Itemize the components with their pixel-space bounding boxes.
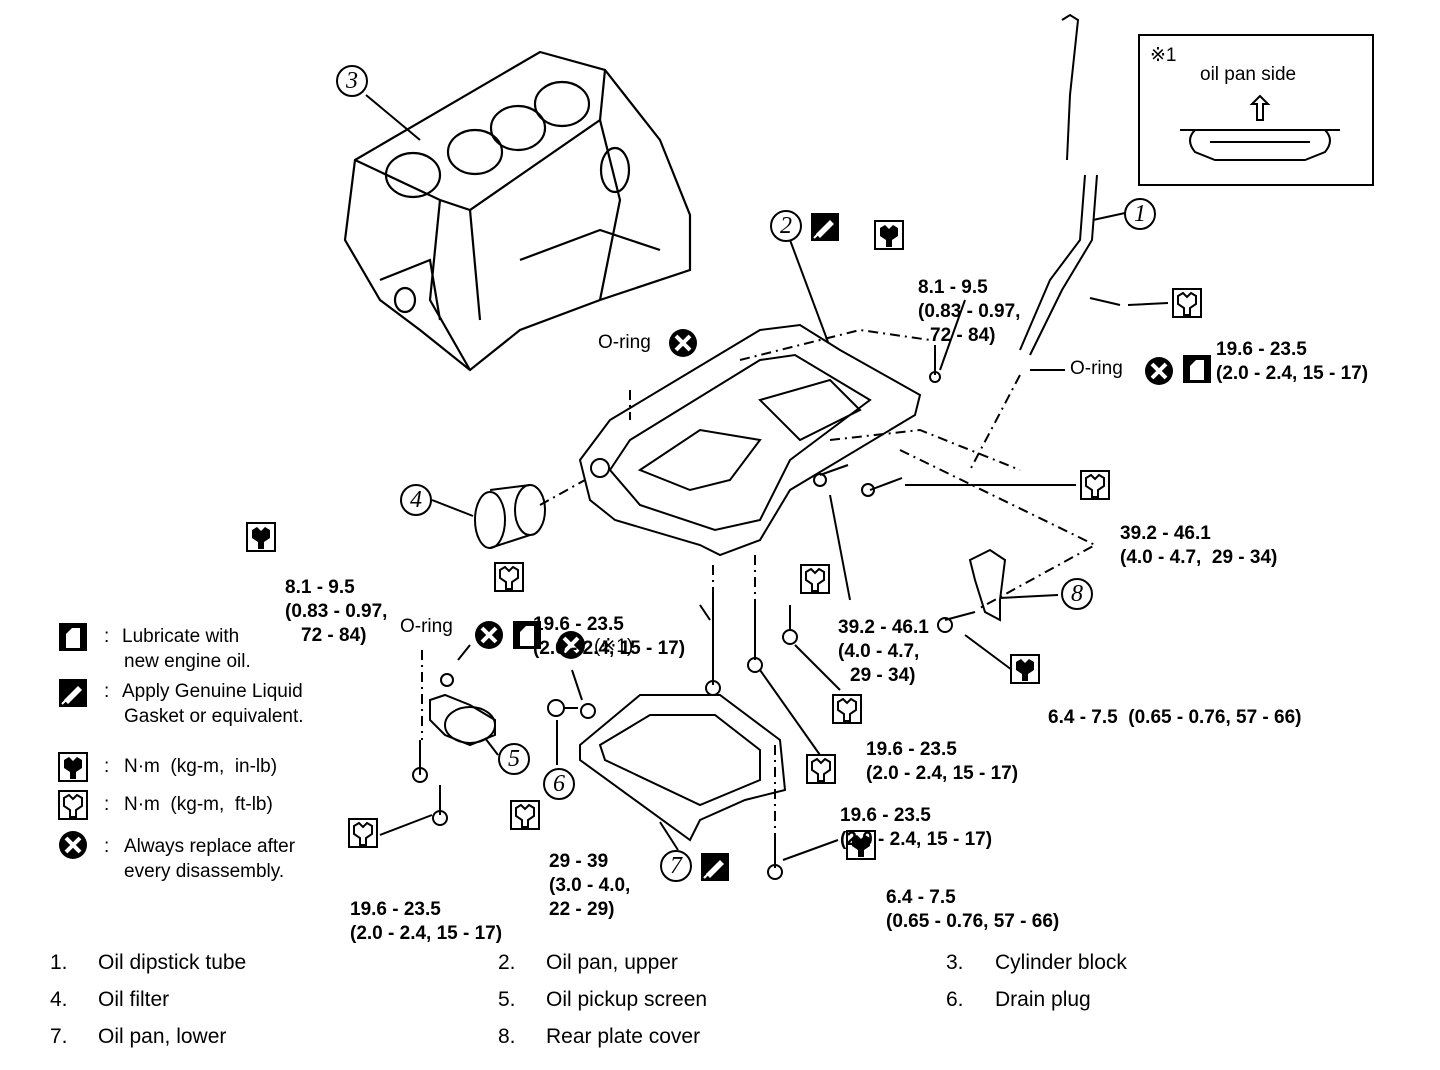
- legend-text-replace-1: Always replace after: [124, 836, 296, 857]
- torque-wrench-icon: [1080, 470, 1110, 500]
- part-number: 1.: [50, 951, 68, 974]
- replace-x-icon: [1145, 357, 1173, 385]
- drain-ref-label: (※1): [594, 636, 634, 657]
- callout-7: 7: [660, 850, 692, 882]
- torque-wrench-icon: [348, 818, 378, 848]
- part-number: 2.: [498, 951, 516, 974]
- part-number: 5.: [498, 988, 516, 1011]
- torque-wrench-icon: [494, 562, 524, 592]
- part-name: Drain plug: [995, 988, 1091, 1011]
- callout-5: 5: [498, 743, 530, 775]
- torque-wrench-filled-icon: [846, 830, 876, 860]
- part-number: 8.: [498, 1025, 516, 1048]
- sealant-tube-icon: [811, 213, 839, 241]
- torque-right-392: 39.2 - 46.1(4.0 - 4.7, 29 - 34): [1120, 523, 1278, 568]
- legend-text-lubricate-2: new engine oil.: [124, 651, 251, 672]
- part-name: Oil pan, upper: [546, 951, 678, 974]
- oring-label-left: O-ring: [400, 616, 453, 637]
- legend-text-gasket-2: Gasket or equivalent.: [124, 706, 304, 727]
- oil-can-icon: [59, 623, 87, 651]
- sealant-tube-icon: [701, 853, 729, 881]
- part-number: 3.: [946, 951, 964, 974]
- torque-lower-64: 6.4 - 7.5(0.65 - 0.76, 57 - 66): [886, 887, 1060, 932]
- callout-6: 6: [543, 768, 575, 800]
- torque-drain: 29 - 39(3.0 - 4.0,22 - 29): [549, 851, 631, 920]
- rear-plate-drawing: [968, 548, 1007, 622]
- replace-x-icon: [557, 631, 585, 659]
- torque-mid-196b: 19.6 - 23.5(2.0 - 2.4, 15 - 17): [840, 805, 993, 850]
- oring-detail-inset: ※1 oil pan side: [1138, 34, 1374, 186]
- torque-dipstick-top: 8.1 - 9.5(0.83 - 0.97,72 - 84): [918, 277, 1021, 346]
- torque-wrench-icon: [806, 754, 836, 784]
- torque-wrench-filled-icon: [1010, 654, 1040, 684]
- legend-text-in-lb: N·m (kg-m, in-lb): [124, 756, 278, 777]
- part-number: 6.: [946, 988, 964, 1011]
- callout-8: 8: [1061, 578, 1093, 610]
- oring-label-top: O-ring: [598, 332, 651, 353]
- legend-sep: :: [104, 794, 110, 815]
- callout-2: 2: [770, 210, 802, 242]
- lower-oil-pan-drawing: [579, 694, 787, 842]
- bolts-drawing: [379, 299, 1076, 880]
- replace-x-icon: [59, 831, 87, 859]
- legend-text-ft-lb: N·m (kg-m, ft-lb): [124, 794, 273, 815]
- torque-mid-196a: 19.6 - 23.5(2.0 - 2.4, 15 - 17): [866, 739, 1019, 784]
- torque-wrench-icon: [832, 694, 862, 724]
- torque-left-196: 19.6 - 23.5(2.0 - 2.4, 15 - 17): [350, 899, 503, 944]
- replace-x-icon: [475, 621, 503, 649]
- legend-sep: :: [104, 681, 110, 702]
- inset-label: oil pan side: [1200, 64, 1297, 85]
- part-name: Oil pickup screen: [546, 988, 708, 1011]
- inset-mark: ※1: [1150, 45, 1177, 66]
- legend-text-replace-2: every disassembly.: [124, 861, 285, 882]
- part-number: 4.: [50, 988, 68, 1011]
- torque-wrench-filled-icon: [58, 752, 88, 782]
- upper-oil-pan-drawing: [578, 323, 922, 557]
- part-name: Oil filter: [98, 988, 170, 1011]
- torque-tube-bolt: 19.6 - 23.5(2.0 - 2.4, 15 - 17): [1216, 339, 1369, 384]
- legend-text-gasket-1: Apply Genuine Liquid: [122, 681, 303, 702]
- sealant-tube-icon: [59, 679, 87, 707]
- replace-x-icon: [669, 329, 697, 357]
- torque-filter: 8.1 - 9.5(0.83 - 0.97,72 - 84): [285, 577, 388, 646]
- part-name: Cylinder block: [995, 951, 1127, 974]
- torque-wrench-filled-icon: [246, 522, 276, 552]
- torque-center-392: 39.2 - 46.1(4.0 - 4.7,29 - 34): [838, 617, 929, 686]
- torque-wrench-icon: [58, 790, 88, 820]
- part-number: 7.: [50, 1025, 68, 1048]
- oil-can-icon: [1183, 355, 1211, 383]
- callout-4: 4: [400, 484, 432, 516]
- part-name: Oil dipstick tube: [98, 951, 247, 974]
- cylinder-block-drawing: [343, 50, 692, 372]
- part-name: Rear plate cover: [546, 1025, 701, 1048]
- oil-can-icon: [513, 621, 541, 649]
- torque-rear-plate: 6.4 - 7.5 (0.65 - 0.76, 57 - 66): [1048, 707, 1302, 728]
- torque-wrench-icon: [510, 800, 540, 830]
- legend-sep: :: [104, 756, 110, 777]
- torque-wrench-icon: [1172, 288, 1202, 318]
- callout-1: 1: [1124, 198, 1156, 230]
- oring-label-right: O-ring: [1070, 358, 1123, 379]
- pickup-screen-drawing: [429, 693, 496, 747]
- torque-wrench-filled-icon: [874, 220, 904, 250]
- inset-drawing: [1180, 94, 1340, 161]
- legend-text-lubricate-1: Lubricate with: [122, 626, 240, 647]
- torque-center-196: 19.6 - 23.5(2.0 - 2.4, 15 - 17): [533, 614, 686, 659]
- dipstick-drawing: [1019, 13, 1098, 356]
- torque-wrench-icon: [800, 564, 830, 594]
- part-name: Oil pan, lower: [98, 1025, 227, 1048]
- oil-filter-drawing: [474, 484, 546, 549]
- callout-3: 3: [336, 65, 368, 97]
- legend-sep: :: [104, 836, 110, 857]
- legend-sep: :: [104, 626, 110, 647]
